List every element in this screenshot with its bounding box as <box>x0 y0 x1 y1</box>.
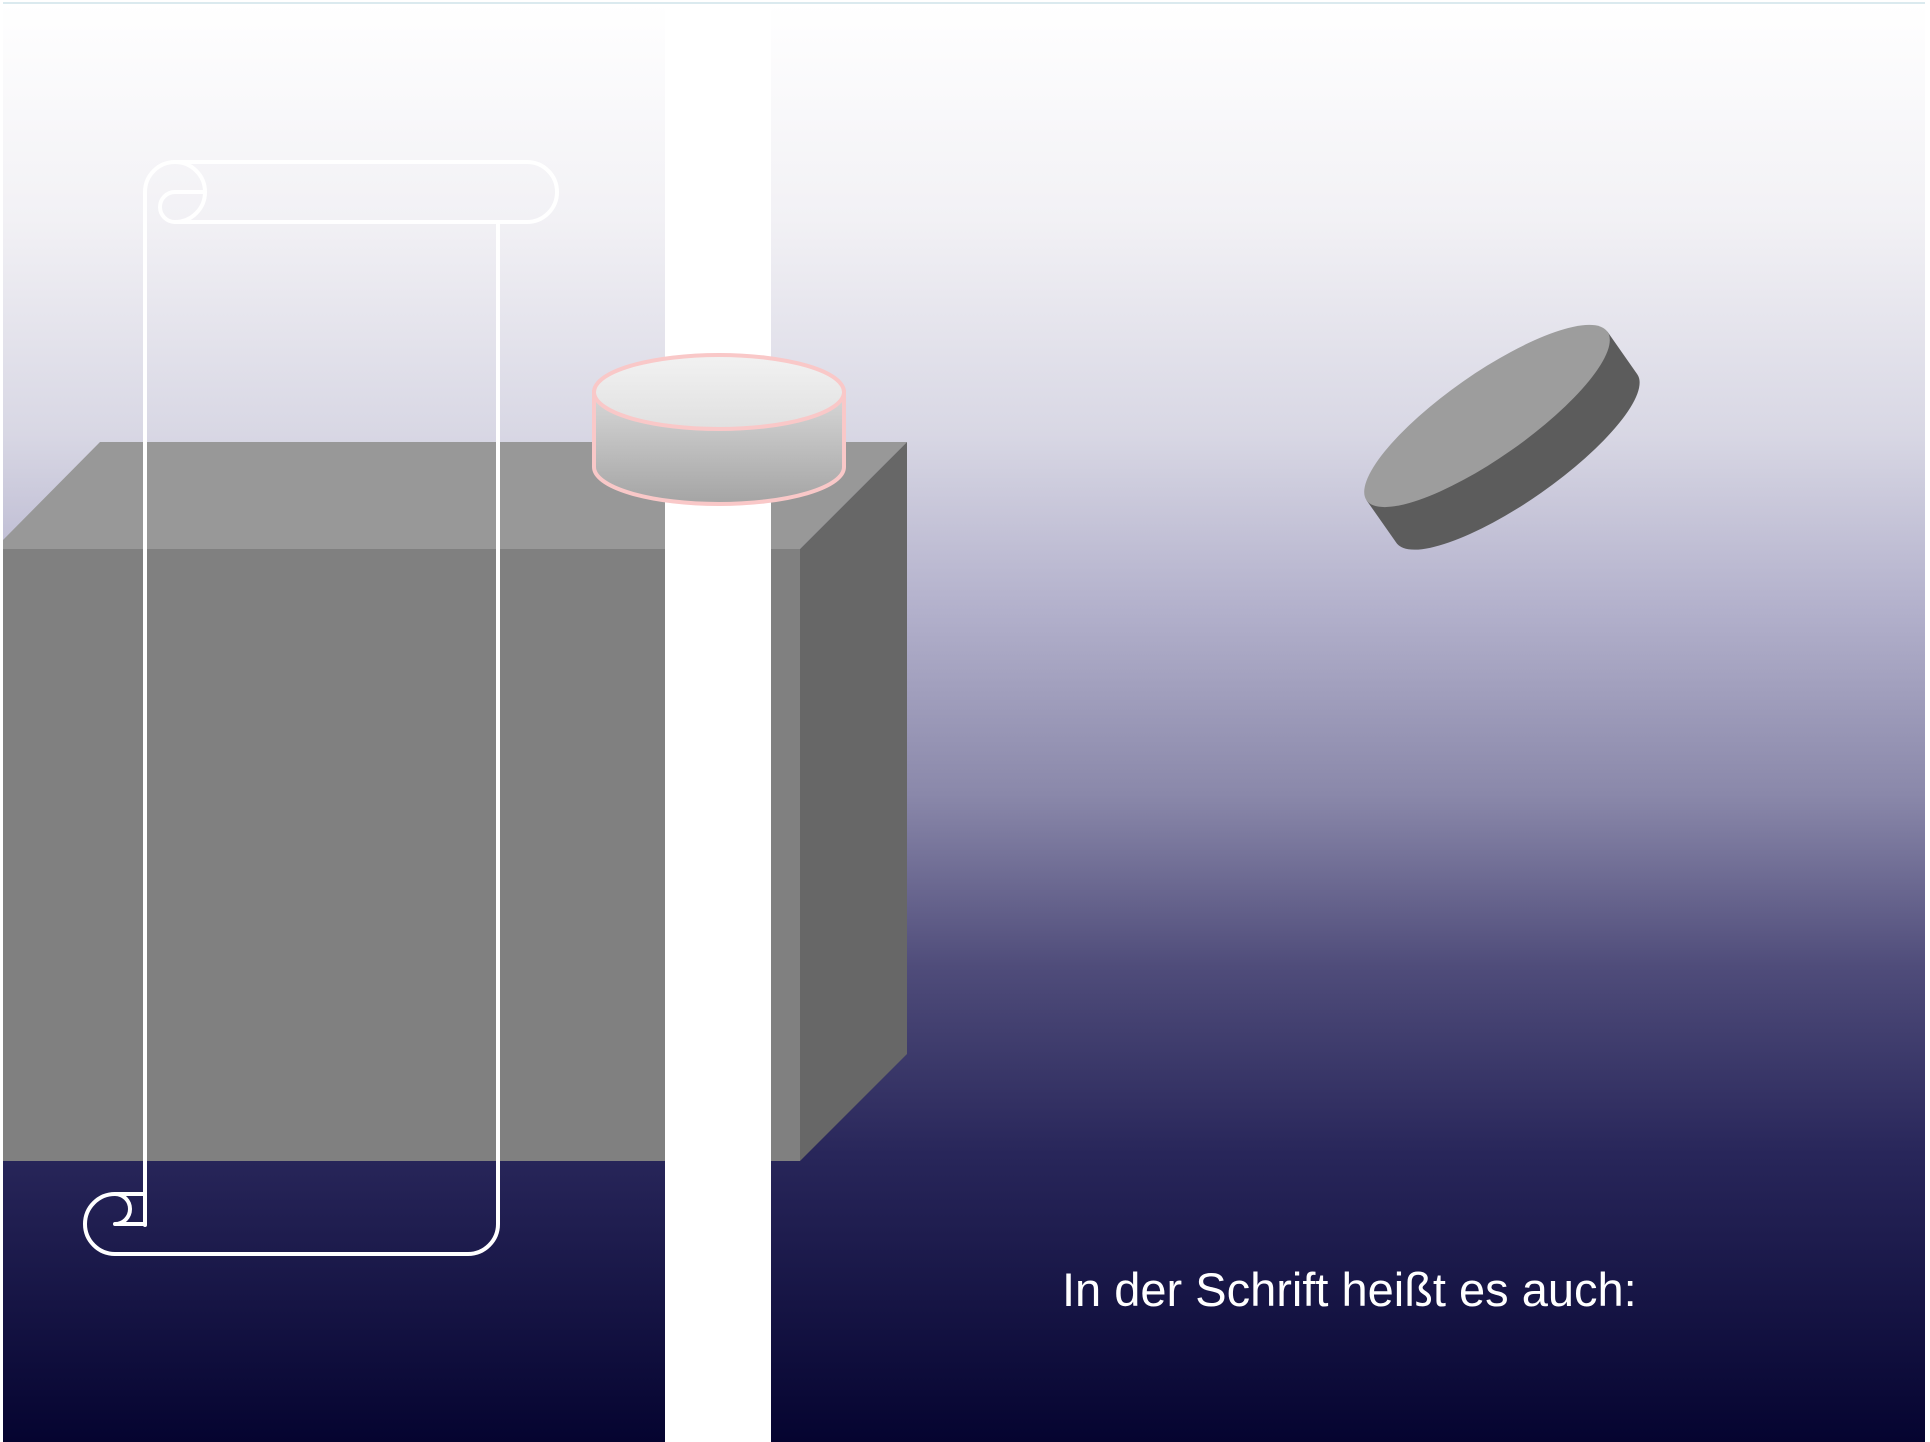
disc-top <box>1364 324 1610 508</box>
cylinder-shape <box>592 353 846 506</box>
slide-caption-text: In der Schrift heißt es auch: <box>1062 1263 1637 1316</box>
gray-box-shape <box>3 442 907 1161</box>
right-background-panel <box>771 3 1925 1442</box>
cylinder-top <box>592 353 846 431</box>
divider-overlay <box>665 0 771 1442</box>
box-side-face <box>800 442 907 1161</box>
scroll-outline-icon <box>83 160 559 1256</box>
tilted-disc-shape <box>1364 324 1640 550</box>
